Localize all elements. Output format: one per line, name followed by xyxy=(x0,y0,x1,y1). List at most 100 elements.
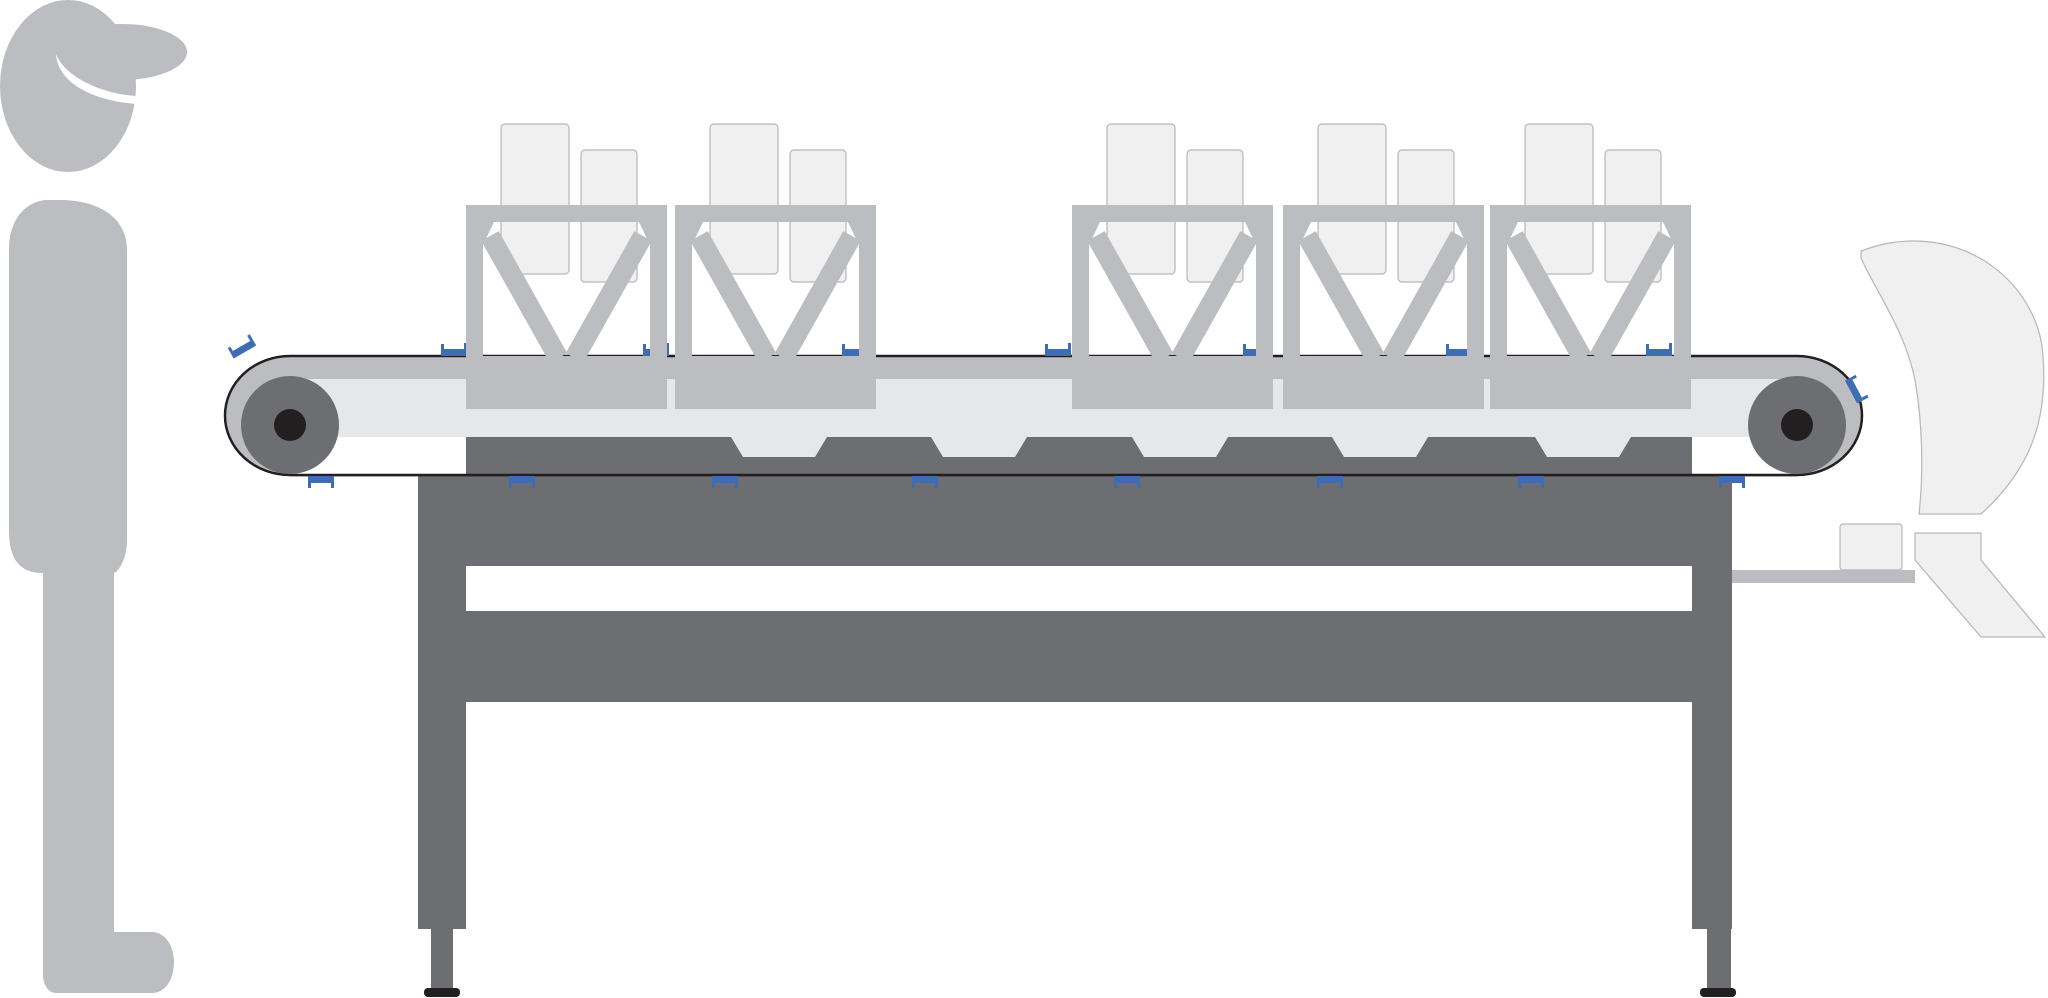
holder-strut-left xyxy=(1298,231,1385,363)
cleat-prong xyxy=(1518,483,1521,488)
roller-left xyxy=(241,376,339,474)
cleat-prong xyxy=(1646,344,1649,349)
belt-cleat xyxy=(1317,476,1343,488)
cleat-prong xyxy=(1541,483,1544,488)
belt-support-trapezoid xyxy=(731,437,827,457)
output-shelf xyxy=(1732,570,1915,583)
holder-top-bar xyxy=(1283,205,1484,222)
cleat-base xyxy=(712,476,738,483)
cleat-base xyxy=(912,476,938,483)
output-chute xyxy=(1914,532,2047,638)
holder-strut-left xyxy=(690,231,777,363)
conveyor-frame xyxy=(418,437,1736,997)
cleat-prong xyxy=(912,483,915,488)
holder-base xyxy=(1072,356,1273,409)
belt-support-trapezoid xyxy=(1132,437,1228,457)
holder-strut-right xyxy=(565,231,652,363)
cleat-prong xyxy=(1317,483,1320,488)
frame-leg-left xyxy=(418,437,466,929)
belt-support-trapezoid xyxy=(1332,437,1428,457)
product-box-tall xyxy=(709,123,779,275)
holder-top-bar xyxy=(675,205,876,222)
cleat-prong xyxy=(308,483,311,488)
cleat-prong xyxy=(532,483,535,488)
belt-cleat xyxy=(509,476,535,488)
person-cap-brim xyxy=(57,24,187,80)
collection-bin-icon xyxy=(1732,240,2047,638)
frame-leg-right xyxy=(1692,437,1732,929)
belt-cleat xyxy=(1045,343,1071,356)
cleat-prong xyxy=(1446,344,1449,349)
holder-base xyxy=(675,356,876,409)
holder-strut-left xyxy=(481,231,568,363)
cleat-base xyxy=(1446,349,1472,356)
belt-support-trapezoid xyxy=(1535,437,1631,457)
cleat-prong xyxy=(842,344,845,349)
holder-top-bar xyxy=(1490,205,1691,222)
belt-cleats xyxy=(227,334,1869,488)
cleat-base xyxy=(230,339,257,359)
cleat-prong xyxy=(643,344,646,349)
holder-strut-right xyxy=(774,231,861,363)
cleat-base xyxy=(1844,377,1864,404)
cleat-prong xyxy=(1719,483,1722,488)
belt-cleat xyxy=(308,476,334,488)
cleat-prong xyxy=(227,346,233,353)
product-box-tall xyxy=(1317,123,1387,275)
belt-support-trapezoid xyxy=(931,437,1027,457)
cleat-base xyxy=(1646,349,1672,356)
cleat-prong xyxy=(1669,343,1672,349)
holder-base xyxy=(1283,356,1484,409)
belt-cleat xyxy=(1114,476,1140,488)
belt-under-frame xyxy=(466,437,1692,474)
cleat-prong xyxy=(1045,344,1048,349)
cleat-base xyxy=(308,476,334,483)
cleat-base xyxy=(1317,476,1343,483)
frame-foot-left xyxy=(431,929,453,988)
cleat-prong xyxy=(1861,394,1869,401)
holder-strut-left xyxy=(1087,231,1174,363)
cleat-prong xyxy=(735,483,738,488)
product-holder-icon xyxy=(1072,123,1273,409)
holder-top-bar xyxy=(1072,205,1273,222)
product-box-tall xyxy=(500,123,570,275)
belt-cleat xyxy=(1646,343,1672,356)
holder-base xyxy=(1490,356,1691,409)
product-holders xyxy=(466,123,1691,409)
frame-foot-right xyxy=(1707,929,1731,988)
frame-lower-beam xyxy=(466,611,1692,702)
holder-strut-right xyxy=(1171,231,1258,363)
cleat-base xyxy=(509,476,535,483)
cleat-base xyxy=(1114,476,1140,483)
person-cap-gap xyxy=(56,54,140,104)
frame-foot-pad-left xyxy=(424,988,460,997)
cleat-base xyxy=(842,349,868,356)
product-holder-icon xyxy=(1490,123,1691,409)
product-holder-icon xyxy=(1283,123,1484,409)
holder-base xyxy=(466,356,667,409)
holder-strut-right xyxy=(1589,231,1676,363)
output-box xyxy=(1839,523,1903,571)
belt-cleat xyxy=(912,476,938,488)
cleat-base xyxy=(1045,349,1071,356)
cleat-prong xyxy=(247,334,253,341)
holder-strut-left xyxy=(1505,231,1592,363)
cleat-prong xyxy=(1137,483,1140,488)
cleat-prong xyxy=(1742,483,1745,488)
roller-right-hub xyxy=(1781,409,1813,441)
cleat-prong xyxy=(509,483,512,488)
collection-bin xyxy=(1860,240,2045,515)
belt-cleat xyxy=(441,343,467,356)
person-icon xyxy=(0,0,187,993)
frame-foot-pad-right xyxy=(1700,988,1736,997)
cleat-base xyxy=(1719,476,1745,483)
product-box-tall xyxy=(1106,123,1176,275)
cleat-prong xyxy=(1114,483,1117,488)
belt-supports xyxy=(731,437,1631,457)
cleat-base xyxy=(1518,476,1544,483)
holder-strut-right xyxy=(1382,231,1469,363)
holder-top-bar xyxy=(466,205,667,222)
cleat-prong xyxy=(666,343,669,349)
cleat-prong xyxy=(331,483,334,488)
